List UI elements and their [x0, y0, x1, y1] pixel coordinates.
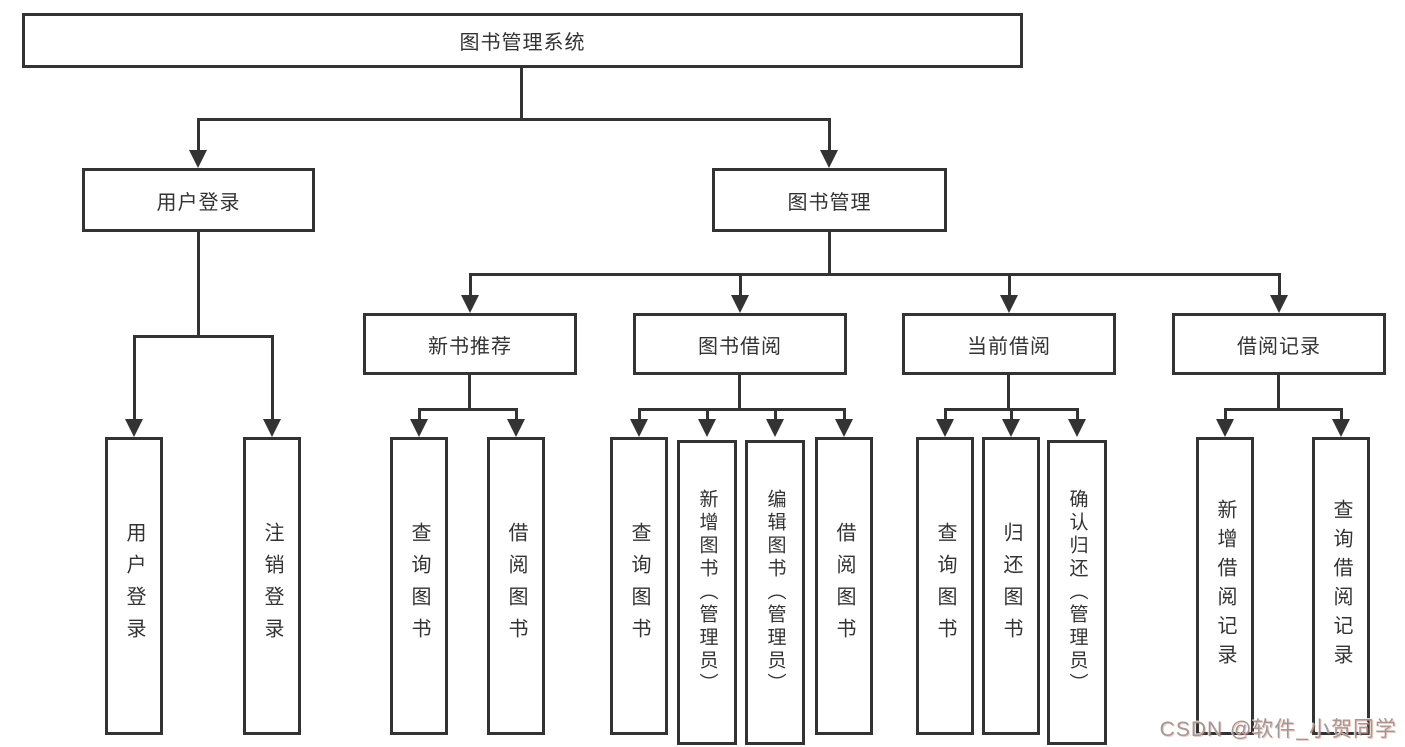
- node-borrow-records-label: 借阅记录: [1237, 335, 1321, 358]
- node-borrow-records: 借阅记录: [1172, 313, 1386, 375]
- node-book-management: 图书管理: [712, 168, 947, 232]
- arrow-to-recommend: [461, 295, 479, 313]
- leaf-borrow-query-books: 查询图书: [610, 437, 668, 735]
- leaf-add-books-admin-label: 新增图书（管理员）: [696, 489, 718, 696]
- connector-level3-rail: [469, 273, 1281, 276]
- node-book-management-label: 图书管理: [787, 191, 872, 214]
- leaf-recommend-borrow-books-label: 借阅图书: [505, 522, 527, 650]
- arrow-to-borrow: [731, 295, 749, 313]
- connector-current-leaf2-drop: [1010, 408, 1013, 421]
- node-user-login: 用户登录: [82, 168, 315, 232]
- node-book-borrow: 图书借阅: [633, 313, 847, 375]
- leaf-add-borrow-record-label: 新增借阅记录: [1214, 499, 1236, 673]
- leaf-return-books-label: 归还图书: [1000, 522, 1022, 650]
- connector-borrow-drop: [739, 273, 742, 297]
- node-current-borrow: 当前借阅: [902, 313, 1116, 375]
- arrow-to-current: [1000, 295, 1018, 313]
- node-library-system: 图书管理系统: [22, 13, 1023, 68]
- connector-current-leaf1-drop: [944, 408, 947, 421]
- arrow-to-logout-leaf: [263, 419, 281, 437]
- leaf-query-borrow-record-label: 查询借阅记录: [1330, 499, 1352, 673]
- connector-records-drop: [1278, 273, 1281, 297]
- arrow-current-leaf2: [1002, 419, 1020, 437]
- node-new-book-recommend: 新书推荐: [363, 313, 577, 375]
- leaf-user-login: 用户登录: [105, 437, 163, 735]
- connector-book-stem: [828, 232, 831, 275]
- connector-current-stem: [1007, 375, 1010, 409]
- csdn-watermark: CSDN @软件_小贺同学: [1159, 718, 1397, 741]
- node-new-book-recommend-label: 新书推荐: [428, 335, 512, 358]
- arrow-borrow-leaf4: [835, 419, 853, 437]
- leaf-current-query-books-label: 查询图书: [934, 522, 956, 650]
- connector-user-stem: [197, 232, 200, 336]
- connector-borrow-leaf3-drop: [774, 408, 777, 421]
- arrow-current-leaf3: [1068, 419, 1086, 437]
- leaf-user-login-label: 用户登录: [123, 522, 145, 650]
- connector-records-stem: [1277, 375, 1280, 409]
- leaf-add-borrow-record: 新增借阅记录: [1196, 437, 1254, 735]
- leaf-logout-label: 注销登录: [261, 522, 283, 650]
- arrow-to-user-login: [189, 150, 207, 168]
- arrow-records-leaf1: [1216, 419, 1234, 437]
- connector-recommend-drop: [469, 273, 472, 297]
- arrow-to-records: [1270, 295, 1288, 313]
- connector-user-login-drop: [197, 118, 200, 152]
- arrow-borrow-leaf2: [698, 419, 716, 437]
- connector-user-leaf2-drop: [271, 335, 274, 419]
- connector-user-rail: [133, 335, 274, 338]
- leaf-recommend-query-books: 查询图书: [390, 437, 448, 735]
- leaf-query-borrow-record: 查询借阅记录: [1312, 437, 1370, 735]
- connector-recommend-rail: [418, 408, 518, 411]
- leaf-return-books: 归还图书: [982, 437, 1040, 735]
- leaf-recommend-borrow-books: 借阅图书: [487, 437, 545, 735]
- leaf-borrow-query-books-label: 查询图书: [628, 522, 650, 650]
- connector-user-leaf1-drop: [133, 335, 136, 419]
- connector-level2-rail: [197, 118, 831, 121]
- leaf-recommend-query-books-label: 查询图书: [408, 522, 430, 650]
- arrow-to-book-mgmt: [820, 150, 838, 168]
- arrow-recommend-leaf2: [507, 419, 525, 437]
- node-current-borrow-label: 当前借阅: [967, 335, 1051, 358]
- connector-borrow-stem: [738, 375, 741, 409]
- arrow-to-login-leaf: [125, 419, 143, 437]
- leaf-edit-books-admin: 编辑图书（管理员）: [745, 440, 805, 745]
- leaf-confirm-return-admin-label: 确认归还（管理员）: [1066, 489, 1088, 696]
- leaf-confirm-return-admin: 确认归还（管理员）: [1047, 440, 1107, 745]
- arrow-recommend-leaf1: [410, 419, 428, 437]
- arrow-current-leaf1: [936, 419, 954, 437]
- connector-current-drop: [1008, 273, 1011, 297]
- connector-recommend-leaf2-drop: [515, 408, 518, 421]
- leaf-borrow-borrow-books-label: 借阅图书: [833, 522, 855, 650]
- leaf-current-query-books: 查询图书: [916, 437, 974, 735]
- connector-root-stem: [520, 68, 523, 118]
- node-book-borrow-label: 图书借阅: [698, 335, 782, 358]
- leaf-edit-books-admin-label: 编辑图书（管理员）: [764, 489, 786, 696]
- leaf-add-books-admin: 新增图书（管理员）: [677, 440, 737, 745]
- connector-borrow-leaf1-drop: [638, 408, 641, 421]
- connector-current-leaf3-drop: [1076, 408, 1079, 421]
- connector-borrow-leaf2-drop: [706, 408, 709, 421]
- leaf-borrow-borrow-books: 借阅图书: [815, 437, 873, 735]
- connector-records-rail: [1224, 408, 1343, 411]
- connector-recommend-stem: [468, 375, 471, 409]
- connector-records-leaf2-drop: [1340, 408, 1343, 421]
- connector-records-leaf1-drop: [1224, 408, 1227, 421]
- connector-book-mgmt-drop: [828, 118, 831, 152]
- node-user-login-label: 用户登录: [156, 191, 241, 214]
- node-library-system-label: 图书管理系统: [459, 32, 586, 54]
- connector-recommend-leaf1-drop: [418, 408, 421, 421]
- connector-borrow-rail: [638, 408, 846, 411]
- arrow-records-leaf2: [1332, 419, 1350, 437]
- leaf-logout: 注销登录: [243, 437, 301, 735]
- connector-borrow-leaf4-drop: [843, 408, 846, 421]
- arrow-borrow-leaf1: [630, 419, 648, 437]
- arrow-borrow-leaf3: [766, 419, 784, 437]
